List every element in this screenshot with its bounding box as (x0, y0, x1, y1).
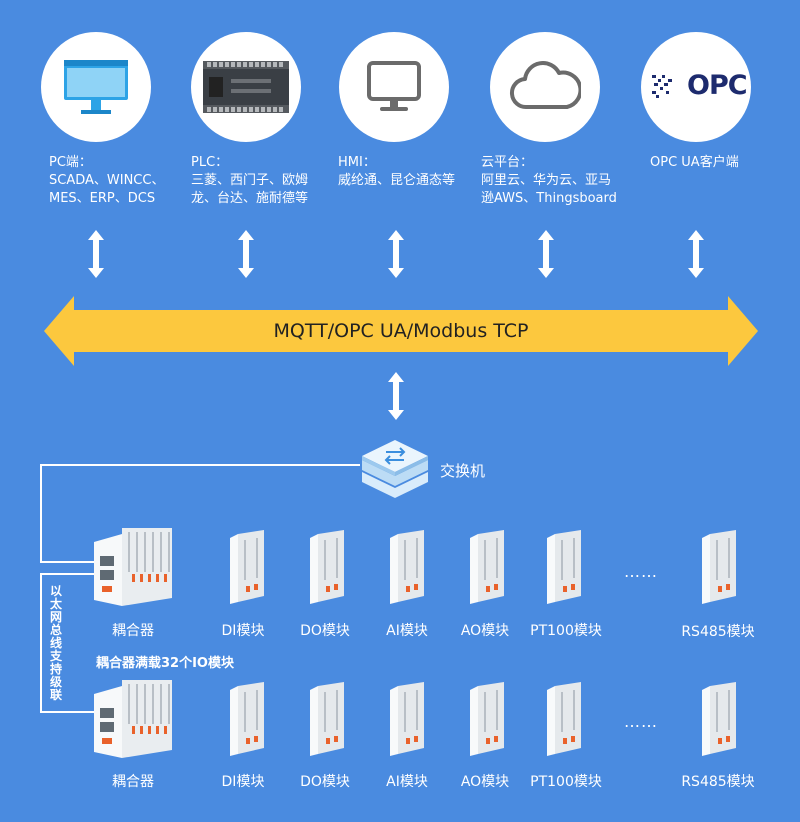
device-label: 耦合器 (112, 774, 154, 790)
opc-description: OPC UA客户端 (650, 155, 739, 170)
connection-line (40, 573, 96, 575)
device-label: 耦合器 (112, 623, 154, 639)
connection-line (40, 711, 96, 713)
switch-label: 交换机 (440, 462, 486, 480)
coupler-note: 耦合器满载32个IO模块 (96, 656, 234, 671)
double-arrow-icon (688, 230, 704, 278)
device-label: AO模块 (460, 774, 510, 790)
plc-circle (191, 32, 301, 142)
io-module-device (390, 682, 424, 756)
protocol-bar-arrow (44, 296, 758, 366)
io-module-device (470, 682, 504, 756)
plc-device-icon (203, 61, 289, 113)
cloud-icon (509, 61, 581, 110)
io-module-device (547, 682, 581, 756)
device-label: AI模块 (386, 774, 428, 790)
ellipsis: …… (624, 712, 658, 731)
protocol-bar-label: MQTT/OPC UA/Modbus TCP (273, 320, 529, 342)
plc-description: PLC： 三菱、西门子、欧姆 龙、台达、施耐德等 (191, 155, 309, 206)
coupler-device (94, 528, 172, 606)
io-module-device (230, 530, 264, 604)
device-label: DO模块 (300, 774, 350, 790)
device-label: RS485模块 (681, 774, 755, 790)
double-arrow-icon (538, 230, 554, 278)
connection-line (40, 561, 96, 563)
hmi-description: HMI： 威纶通、昆仑通态等 (338, 155, 456, 188)
device-label: DO模块 (300, 623, 350, 639)
io-module-device (702, 682, 736, 756)
io-module-device (310, 682, 344, 756)
io-module-device (702, 530, 736, 604)
hmi-circle (339, 32, 449, 142)
device-label: AO模块 (460, 623, 510, 639)
io-module-device (470, 530, 504, 604)
connection-line (40, 464, 360, 466)
opc-logo-text: OPC (687, 70, 748, 101)
double-arrow-icon (388, 372, 404, 420)
device-label: PT100模块 (530, 623, 602, 639)
double-arrow-icon (238, 230, 254, 278)
io-module-device (310, 530, 344, 604)
coupler-device (94, 680, 172, 758)
device-label: DI模块 (221, 623, 265, 639)
double-arrow-icon (88, 230, 104, 278)
pc-circle (41, 32, 151, 142)
ellipsis: …… (624, 562, 658, 581)
cloud-circle (490, 32, 600, 142)
device-label: DI模块 (221, 774, 265, 790)
device-label: RS485模块 (681, 624, 755, 640)
cloud-description: 云平台： 阿里云、华为云、亚马 逊AWS、Thingsboard (481, 155, 617, 206)
io-module-device (390, 530, 424, 604)
screen-icon (367, 61, 421, 111)
network-switch-icon (362, 440, 428, 498)
device-label: PT100模块 (530, 774, 602, 790)
cascade-label: 以太网总线支持级联 (50, 584, 63, 702)
connection-line (40, 573, 42, 713)
io-module-device (547, 530, 581, 604)
double-arrow-icon (388, 230, 404, 278)
io-module-device (230, 682, 264, 756)
opc-circle: OPC (641, 32, 751, 142)
device-label: AI模块 (386, 623, 428, 639)
opc-logo-icon (652, 75, 672, 98)
pc-description: PC端： SCADA、WINCC、 MES、ERP、DCS (49, 155, 165, 206)
connection-line (40, 464, 42, 563)
monitor-icon (64, 60, 128, 114)
